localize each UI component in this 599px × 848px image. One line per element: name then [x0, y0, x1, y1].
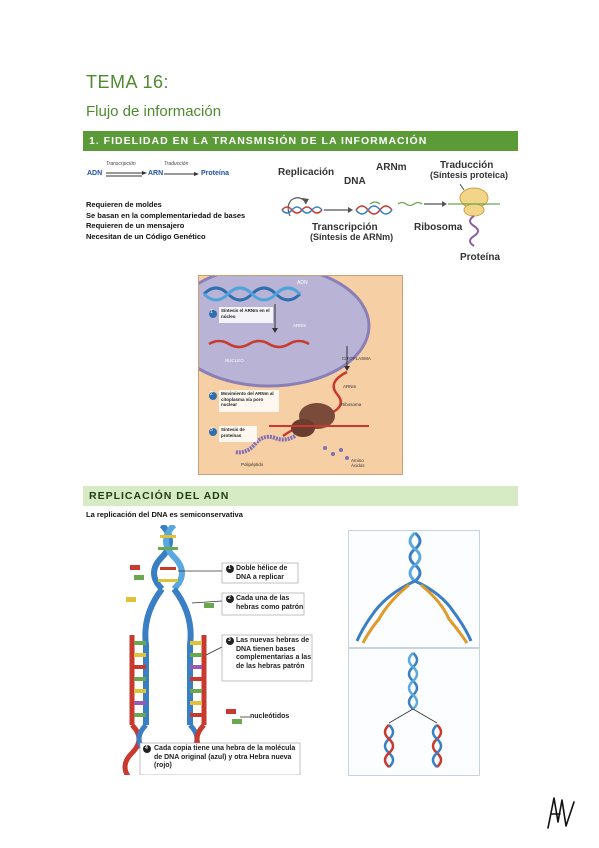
cell-label-ribosoma: Ribosoma [341, 402, 362, 407]
requirement-item: Se basan en la complementariedad de base… [86, 210, 246, 220]
replication-intro: La replicación del DNA es semiconservati… [86, 510, 243, 519]
semiconservative-drawing [383, 652, 443, 768]
central-dogma-drawing [281, 183, 500, 247]
label-proteina: Proteína [460, 252, 501, 263]
rep-step-3-number: 3 [228, 637, 231, 643]
base-pairs [134, 641, 202, 717]
cell-expression-figure: 1 2 3 ADN Síntesis el ARNm en el núcleo … [198, 275, 403, 475]
signature-drawing [547, 797, 575, 829]
rep-label-4: Cada copia tiene una hebra de la molécul… [154, 745, 296, 769]
page-subtitle: Flujo de información [86, 103, 222, 120]
replication-diagram: 1 2 3 4 Doble hélice de DNA a replicar C… [122, 522, 320, 783]
page-title: TEMA 16: [86, 72, 170, 92]
rep-label-3: Las nuevas hebras de DNA tienen bases co… [236, 637, 312, 670]
label-replicacion: Replicación [278, 167, 335, 178]
cell-label-arnm-mid: ARNm [343, 384, 357, 389]
flow-translation-label: Traducción [164, 161, 189, 167]
rep-label-2: Cada una de las hebras como patrón [236, 595, 304, 611]
cell-label-arnm-top: ARNm [293, 323, 307, 328]
requirements-list: Requieren de moldes Se basan en la compl… [86, 200, 261, 242]
label-dna: DNA [344, 176, 366, 187]
replication-fork-image [348, 530, 480, 648]
requirement-item: Requieren de un mensajero [86, 221, 185, 230]
central-dogma-figure: Replicación DNA ARNm Traducción (Síntesi… [272, 158, 518, 268]
rep-label-nucleotidos: nucleótidos [250, 713, 290, 720]
rep-label-1: Doble hélice de DNA a replicar [236, 565, 288, 581]
requirement-item: Necesitan de un Código Genético [86, 231, 206, 241]
label-transcripcion: Transcripción [312, 222, 378, 233]
label-arnm: ARNm [376, 162, 407, 173]
fork-drawing [355, 531, 473, 644]
rep-step-2-number: 2 [228, 595, 231, 601]
flow-arrows [106, 171, 199, 177]
signature [544, 792, 580, 832]
cell-step-3-number: 3 [210, 427, 213, 433]
semiconservative-image [348, 648, 480, 776]
rep-step-1-number: 1 [228, 565, 231, 571]
requirement-item: Requieren de moldes [86, 200, 162, 209]
label-ribosoma: Ribosoma [414, 222, 463, 233]
flow-adn: ADN [87, 170, 103, 177]
cell-step-3-text: Síntesis de proteínas [221, 427, 245, 438]
flow-transcription-label: Transcripción [106, 161, 136, 167]
flow-arn: ARN [148, 170, 164, 177]
cell-step-1-number: 1 [210, 309, 213, 315]
cell-label-polipeptido: Polipéptido [241, 462, 264, 467]
cell-label-nucleo: NÚCLEO [225, 358, 244, 363]
label-sintesis-arnm: (Síntesis de ARNm) [310, 232, 394, 242]
flow-proteina: Proteína [201, 170, 230, 177]
flow-diagram: ADN ARN Proteína Transcripción Traducció… [86, 160, 236, 186]
label-traduccion: Traducción [440, 160, 494, 171]
cell-step-1-text: Síntesis el ARNm en el núcleo [221, 308, 270, 319]
rep-step-4-number: 4 [145, 745, 148, 751]
cell-label-adn: ADN [297, 280, 308, 286]
section-header-replicacion: REPLICACIÓN DEL ADN [83, 486, 518, 506]
section-header-fidelidad: 1. FIDELIDAD EN LA TRANSMISIÓN DE LA INF… [83, 131, 518, 151]
cell-step-2-text: Movimiento del ARNm al citoplasma vía po… [221, 391, 274, 407]
cell-drawing [199, 276, 402, 474]
cell-step-2-number: 2 [210, 391, 213, 397]
label-sintesis-proteica: (Síntesis proteica) [430, 170, 509, 180]
cell-label-aminoacidos: Amino Ácidos [351, 458, 365, 468]
cell-label-citoplasma: CITOPLASMA [342, 356, 371, 361]
replication-drawing [122, 522, 313, 783]
